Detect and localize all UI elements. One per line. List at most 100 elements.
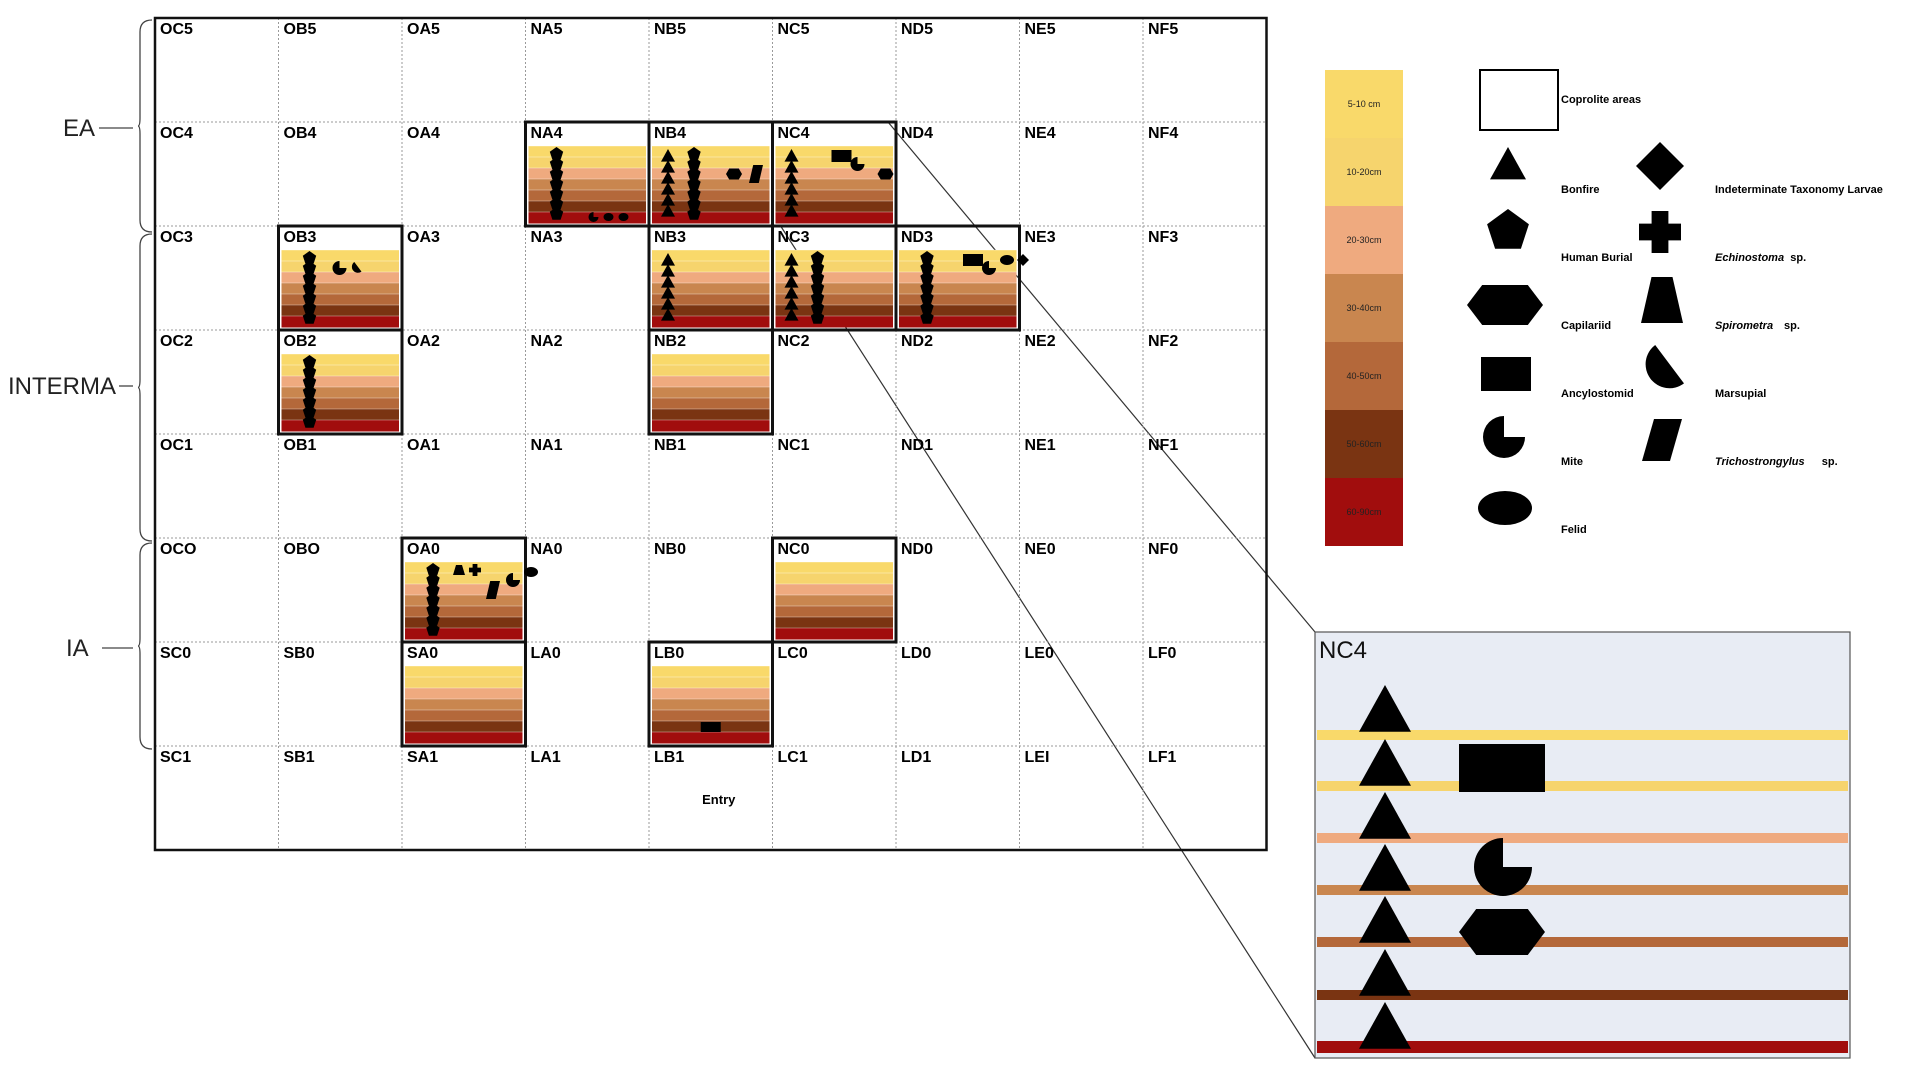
triangle-icon	[784, 149, 799, 162]
depth-band	[652, 201, 770, 213]
depth-band	[281, 305, 399, 317]
triangle-icon	[661, 286, 675, 299]
pentagon-icon	[687, 147, 701, 160]
depth-band	[652, 732, 770, 744]
cell-label-na1: NA1	[531, 437, 563, 454]
depth-band	[281, 354, 399, 366]
triangle-icon	[784, 308, 799, 321]
legend-label-trapezoid: Spirometra	[1715, 320, 1773, 332]
parallelogram-icon	[486, 581, 500, 599]
coprolite-cell-nb2	[647, 328, 774, 436]
depth-band	[652, 365, 770, 377]
half-circle-icon	[1645, 345, 1684, 389]
depth-band	[528, 146, 646, 158]
cell-label-obo: OBO	[284, 541, 320, 558]
depth-band	[281, 420, 399, 432]
pacman-icon	[982, 261, 996, 275]
triangle-icon	[661, 160, 675, 173]
depth-band	[281, 250, 399, 262]
depth-band	[775, 283, 893, 295]
zoom-depth-band	[1317, 730, 1848, 740]
cell-label-nd1: ND1	[901, 437, 933, 454]
cell-label-nb0: NB0	[654, 541, 686, 558]
depth-band	[775, 250, 893, 262]
depth-label: 50-60cm	[1346, 439, 1381, 449]
depth-swatch	[1325, 478, 1403, 546]
depth-band	[652, 409, 770, 421]
depth-band	[528, 157, 646, 169]
legend-label-triangle: Bonfire	[1561, 184, 1600, 196]
cell-label-nd4: ND4	[901, 125, 933, 142]
depth-band	[652, 666, 770, 678]
depth-band	[405, 666, 523, 678]
pentagon-icon	[549, 177, 564, 190]
cell-label-nb3: NB3	[654, 229, 686, 246]
pentagon-icon	[549, 187, 564, 200]
depth-band	[775, 261, 893, 273]
depth-band	[775, 595, 893, 607]
pacman-icon	[506, 573, 520, 587]
depth-band	[775, 305, 893, 317]
cell-label-oa0: OA0	[407, 541, 440, 558]
legend: 5-10 cm10-20cm20-30cm30-40cm40-50cm50-60…	[1325, 69, 1883, 546]
pacman-icon	[1474, 838, 1532, 896]
hexagon-icon	[1459, 909, 1545, 955]
pentagon-icon	[302, 355, 317, 368]
depth-label: 40-50cm	[1346, 371, 1381, 381]
depth-band	[281, 365, 399, 377]
legend-label-coprolite-area: Coprolite areas	[1561, 94, 1641, 106]
pentagon-icon	[426, 613, 440, 626]
depth-band	[775, 201, 893, 213]
cell-label-nb2: NB2	[654, 333, 686, 350]
depth-label: 20-30cm	[1346, 235, 1381, 245]
depth-band	[775, 168, 893, 180]
pentagon-icon	[426, 563, 440, 576]
depth-band	[652, 272, 770, 284]
depth-band	[652, 688, 770, 700]
depth-band	[652, 250, 770, 262]
legend-label-parallelogram: Trichostrongylus	[1715, 456, 1805, 468]
triangle-icon	[1359, 1002, 1411, 1049]
coprolite-cell-nb3	[647, 224, 774, 332]
depth-band	[652, 146, 770, 158]
cell-label-lei: LEI	[1025, 749, 1050, 766]
triangle-icon	[784, 275, 799, 288]
depth-band	[281, 409, 399, 421]
cell-label-lb0: LB0	[654, 645, 684, 662]
rectangle-icon	[1459, 744, 1545, 792]
entry-label: Entry	[702, 792, 736, 807]
cell-label-ne3: NE3	[1025, 229, 1056, 246]
depth-band	[652, 420, 770, 432]
coprolite-cell-nc0	[771, 536, 898, 644]
triangle-icon	[784, 182, 799, 195]
rectangle-icon	[831, 150, 852, 162]
triangle-icon	[661, 193, 675, 206]
cell-label-ne1: NE1	[1025, 437, 1056, 454]
parallelogram-icon	[1642, 419, 1682, 461]
depth-band	[652, 699, 770, 711]
pacman-icon	[850, 157, 865, 171]
zoom-depth-band	[1317, 781, 1848, 791]
zone-bracket	[137, 19, 153, 233]
half-circle-icon	[351, 262, 362, 273]
pentagon-icon	[920, 311, 934, 324]
depth-band	[281, 283, 399, 295]
pentagon-icon	[549, 147, 564, 160]
cell-label-nc0: NC0	[778, 541, 810, 558]
trapezoid-icon	[1641, 277, 1683, 323]
depth-band	[652, 294, 770, 306]
cell-label-lb1: LB1	[654, 749, 684, 766]
depth-band	[652, 190, 770, 202]
triangle-icon	[784, 171, 799, 184]
cell-label-na4: NA4	[531, 125, 563, 142]
triangle-icon	[1359, 949, 1411, 996]
triangle-icon	[661, 182, 675, 195]
depth-band	[281, 316, 399, 328]
triangle-icon	[784, 253, 799, 266]
depth-band	[405, 573, 523, 585]
legend-label-hexagon: Capilariid	[1561, 320, 1611, 332]
legend-label-diamond: Indeterminate Taxonomy Larvae	[1715, 184, 1883, 196]
cell-label-oc4: OC4	[160, 125, 193, 142]
